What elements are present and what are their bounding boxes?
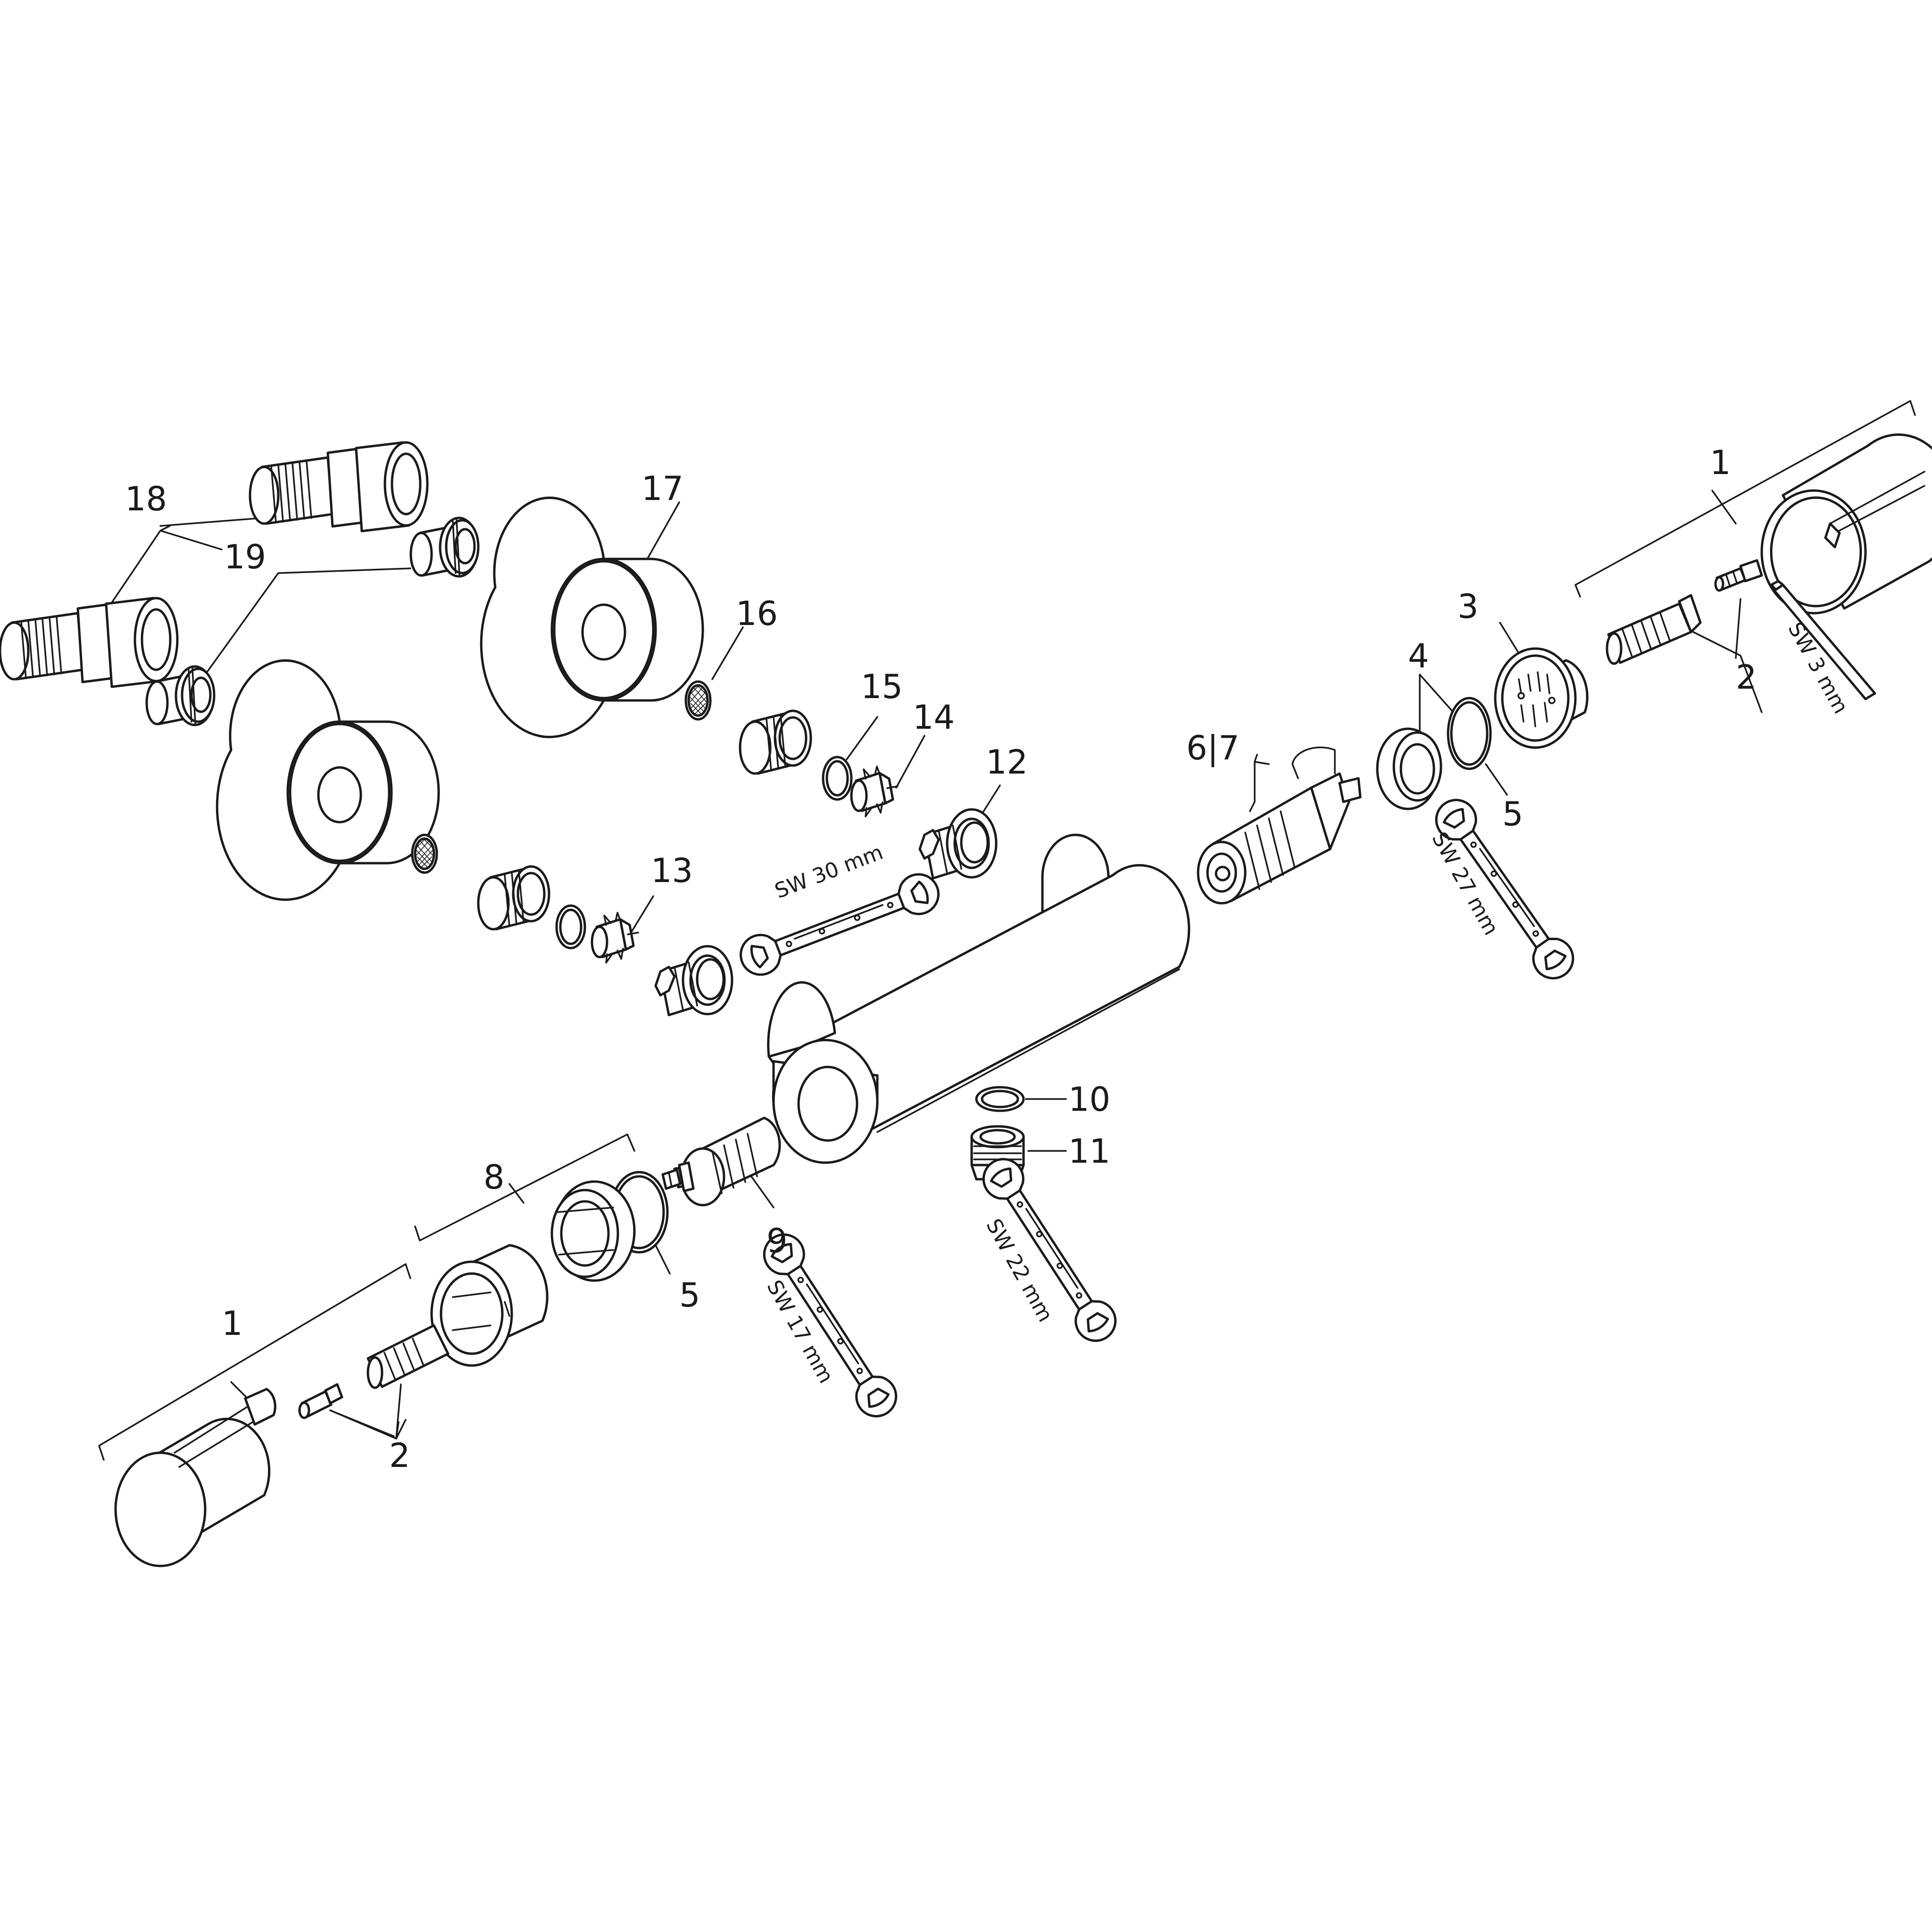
strainer-upper bbox=[686, 682, 710, 719]
callout-14: 14 bbox=[913, 698, 955, 737]
callout-15: 15 bbox=[861, 667, 903, 706]
union-adapter-upper bbox=[411, 518, 478, 576]
callout-5-right: 5 bbox=[1502, 795, 1524, 833]
diverter-cartridge bbox=[661, 1116, 781, 1207]
tool-label-sw30: SW 30 mm bbox=[772, 840, 886, 903]
outlet-oring bbox=[975, 1086, 1025, 1112]
oring-upper bbox=[823, 757, 851, 799]
leader-lines bbox=[98, 400, 1916, 1461]
wrench-sw30 bbox=[735, 868, 944, 980]
escutcheon-upper bbox=[481, 498, 703, 737]
thermostat-body bbox=[767, 833, 1191, 1164]
callout-13: 13 bbox=[651, 851, 693, 890]
union-nut-lower bbox=[656, 946, 732, 1015]
grub-screw-bottom bbox=[298, 1383, 343, 1419]
callout-16: 16 bbox=[736, 594, 778, 633]
escutcheon-lower bbox=[217, 660, 439, 899]
callout-2-top: 2 bbox=[1736, 658, 1757, 697]
callout-2-bottom: 2 bbox=[389, 1436, 410, 1475]
inlet-nipple-lower bbox=[0, 598, 177, 687]
callout-labels: 18 19 17 16 15 14 12 13 6|7 4 5 3 2 1 10… bbox=[125, 443, 1757, 1475]
stop-ring bbox=[1376, 727, 1442, 810]
thermostat-handle-top bbox=[1760, 433, 1932, 615]
grub-screw-top bbox=[1714, 559, 1763, 592]
spline-adapter-bottom bbox=[366, 1324, 450, 1389]
oring-right bbox=[1447, 697, 1492, 770]
callout-19: 19 bbox=[224, 538, 266, 576]
callout-4: 4 bbox=[1408, 637, 1429, 675]
valve-seat-lower bbox=[478, 866, 549, 929]
valve-seat-upper bbox=[740, 711, 811, 774]
diverter-handle-base bbox=[430, 1244, 549, 1367]
callout-12: 12 bbox=[986, 743, 1028, 782]
oring-lower bbox=[557, 906, 585, 948]
callout-1-bottom: 1 bbox=[222, 1304, 243, 1343]
inlet-nipple-upper bbox=[250, 442, 427, 531]
thermostat-cartridge bbox=[1197, 746, 1362, 905]
callout-11: 11 bbox=[1068, 1132, 1110, 1171]
callout-10: 10 bbox=[1068, 1080, 1110, 1119]
diverter-handle-bottom bbox=[114, 1388, 276, 1567]
callout-18: 18 bbox=[125, 480, 167, 518]
callout-5-left: 5 bbox=[679, 1276, 700, 1315]
spline-adapter-top bbox=[1606, 594, 1702, 665]
callout-8: 8 bbox=[483, 1158, 505, 1197]
callout-6-7: 6|7 bbox=[1186, 729, 1240, 767]
allen-key bbox=[1770, 580, 1876, 700]
union-nut-upper bbox=[920, 809, 996, 878]
check-valve-lower bbox=[592, 913, 638, 963]
temperature-limiter bbox=[1494, 647, 1589, 749]
check-valve-upper bbox=[851, 766, 898, 816]
callout-9: 9 bbox=[766, 1222, 788, 1260]
callout-3: 3 bbox=[1457, 587, 1479, 626]
strainer-lower bbox=[412, 835, 437, 873]
callout-17: 17 bbox=[641, 469, 683, 508]
callout-1-top: 1 bbox=[1710, 443, 1731, 482]
diverter-nut bbox=[550, 1180, 636, 1282]
